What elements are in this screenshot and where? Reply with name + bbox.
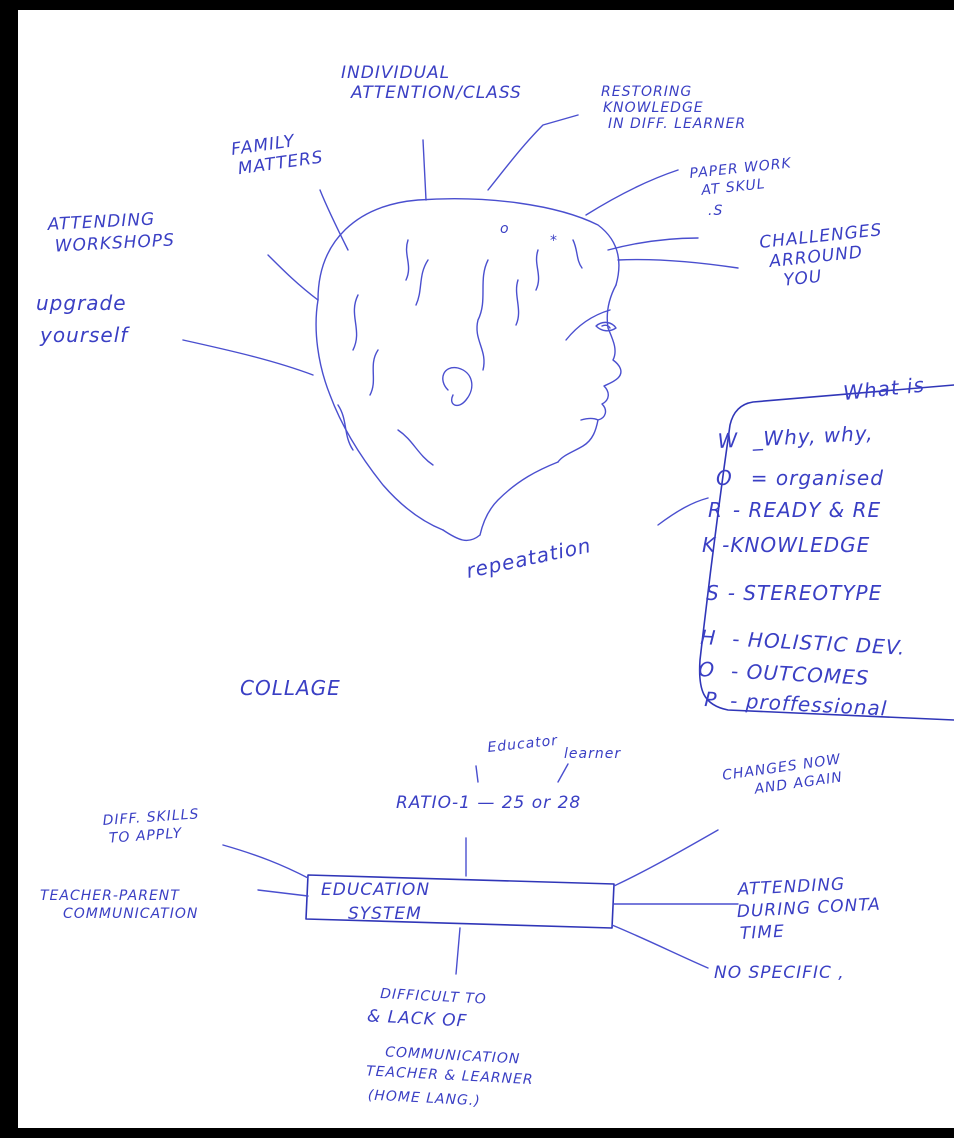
head-sketch: o * bbox=[316, 199, 621, 541]
ratio-label: RATIO-1 — 25 or 28 bbox=[396, 793, 581, 813]
worksheet-row-w: W_Why, why, bbox=[717, 421, 874, 453]
worksheet-heading: What is bbox=[842, 373, 926, 405]
center-box-text: EDUCATIONSYSTEM bbox=[321, 880, 430, 924]
educator-label: Educator bbox=[487, 733, 559, 756]
collage-title: COLLAGE bbox=[240, 676, 341, 700]
worksheet-side-note: repeatation bbox=[464, 533, 593, 583]
worksheet-row-o2: O- OUTCOMES bbox=[698, 657, 870, 690]
label-upgrade: upgradeyourself bbox=[36, 291, 130, 347]
label-restoring: RESTORINGKNOWLEDGEIN DIFF. LEARNER bbox=[601, 84, 746, 132]
teacher-parent-label: TEACHER-PARENTCOMMUNICATION bbox=[40, 888, 198, 922]
worksheet-box: What is W_Why, why, O= organised R- READ… bbox=[464, 373, 954, 721]
svg-text:*: * bbox=[550, 233, 558, 249]
label-attending-workshop: ATTENDINGWORKSHOPS bbox=[46, 208, 175, 257]
label-individual: INDIVIDUALATTENTION/CLASS bbox=[341, 63, 522, 103]
worksheet-row-h: H- HOLISTIC DEV. bbox=[700, 625, 906, 660]
changes-label: CHANGES NOWAND AGAIN bbox=[721, 751, 844, 801]
worksheet-row-p: P- proffessional bbox=[704, 687, 888, 721]
no-specific-label: NO SPECIFIC , bbox=[714, 963, 845, 983]
handwritten-drawing: o * INDIVIDUALATTENTION/CLASS RESTORINGK… bbox=[18, 10, 954, 1128]
label-paper-work: PAPER WORKAT SKUL bbox=[689, 155, 795, 200]
worksheet-row-r: R- READY & RE bbox=[708, 498, 881, 522]
diff-skills-label: DIFF. SKILLSTO APPLY bbox=[102, 806, 201, 847]
paper-sheet: o * INDIVIDUALATTENTION/CLASS RESTORINGK… bbox=[18, 10, 954, 1128]
label-challenges: CHALLENGESARROUNDYOU bbox=[758, 220, 887, 293]
attending-label: ATTENDINGDURING CONTATIME bbox=[735, 873, 882, 944]
dot-mark: .S bbox=[708, 203, 723, 219]
worksheet-row-o1: O= organised bbox=[716, 466, 884, 490]
worksheet-row-k: K-KNOWLEDGE bbox=[702, 533, 870, 557]
worksheet-row-s: S- STEREOTYPE bbox=[706, 581, 882, 605]
svg-text:o: o bbox=[500, 221, 510, 237]
learner-label: learner bbox=[564, 746, 621, 762]
head-labels: INDIVIDUALATTENTION/CLASS RESTORINGKNOWL… bbox=[36, 63, 887, 347]
bottom-label: DIFFICULT TO& LACK OFCOMMUNICATIONTEACHE… bbox=[362, 985, 538, 1112]
collage-map: COLLAGE Educator learner RATIO-1 — 25 or… bbox=[40, 676, 882, 1112]
label-family: FAMILYMATTERS bbox=[230, 128, 325, 180]
